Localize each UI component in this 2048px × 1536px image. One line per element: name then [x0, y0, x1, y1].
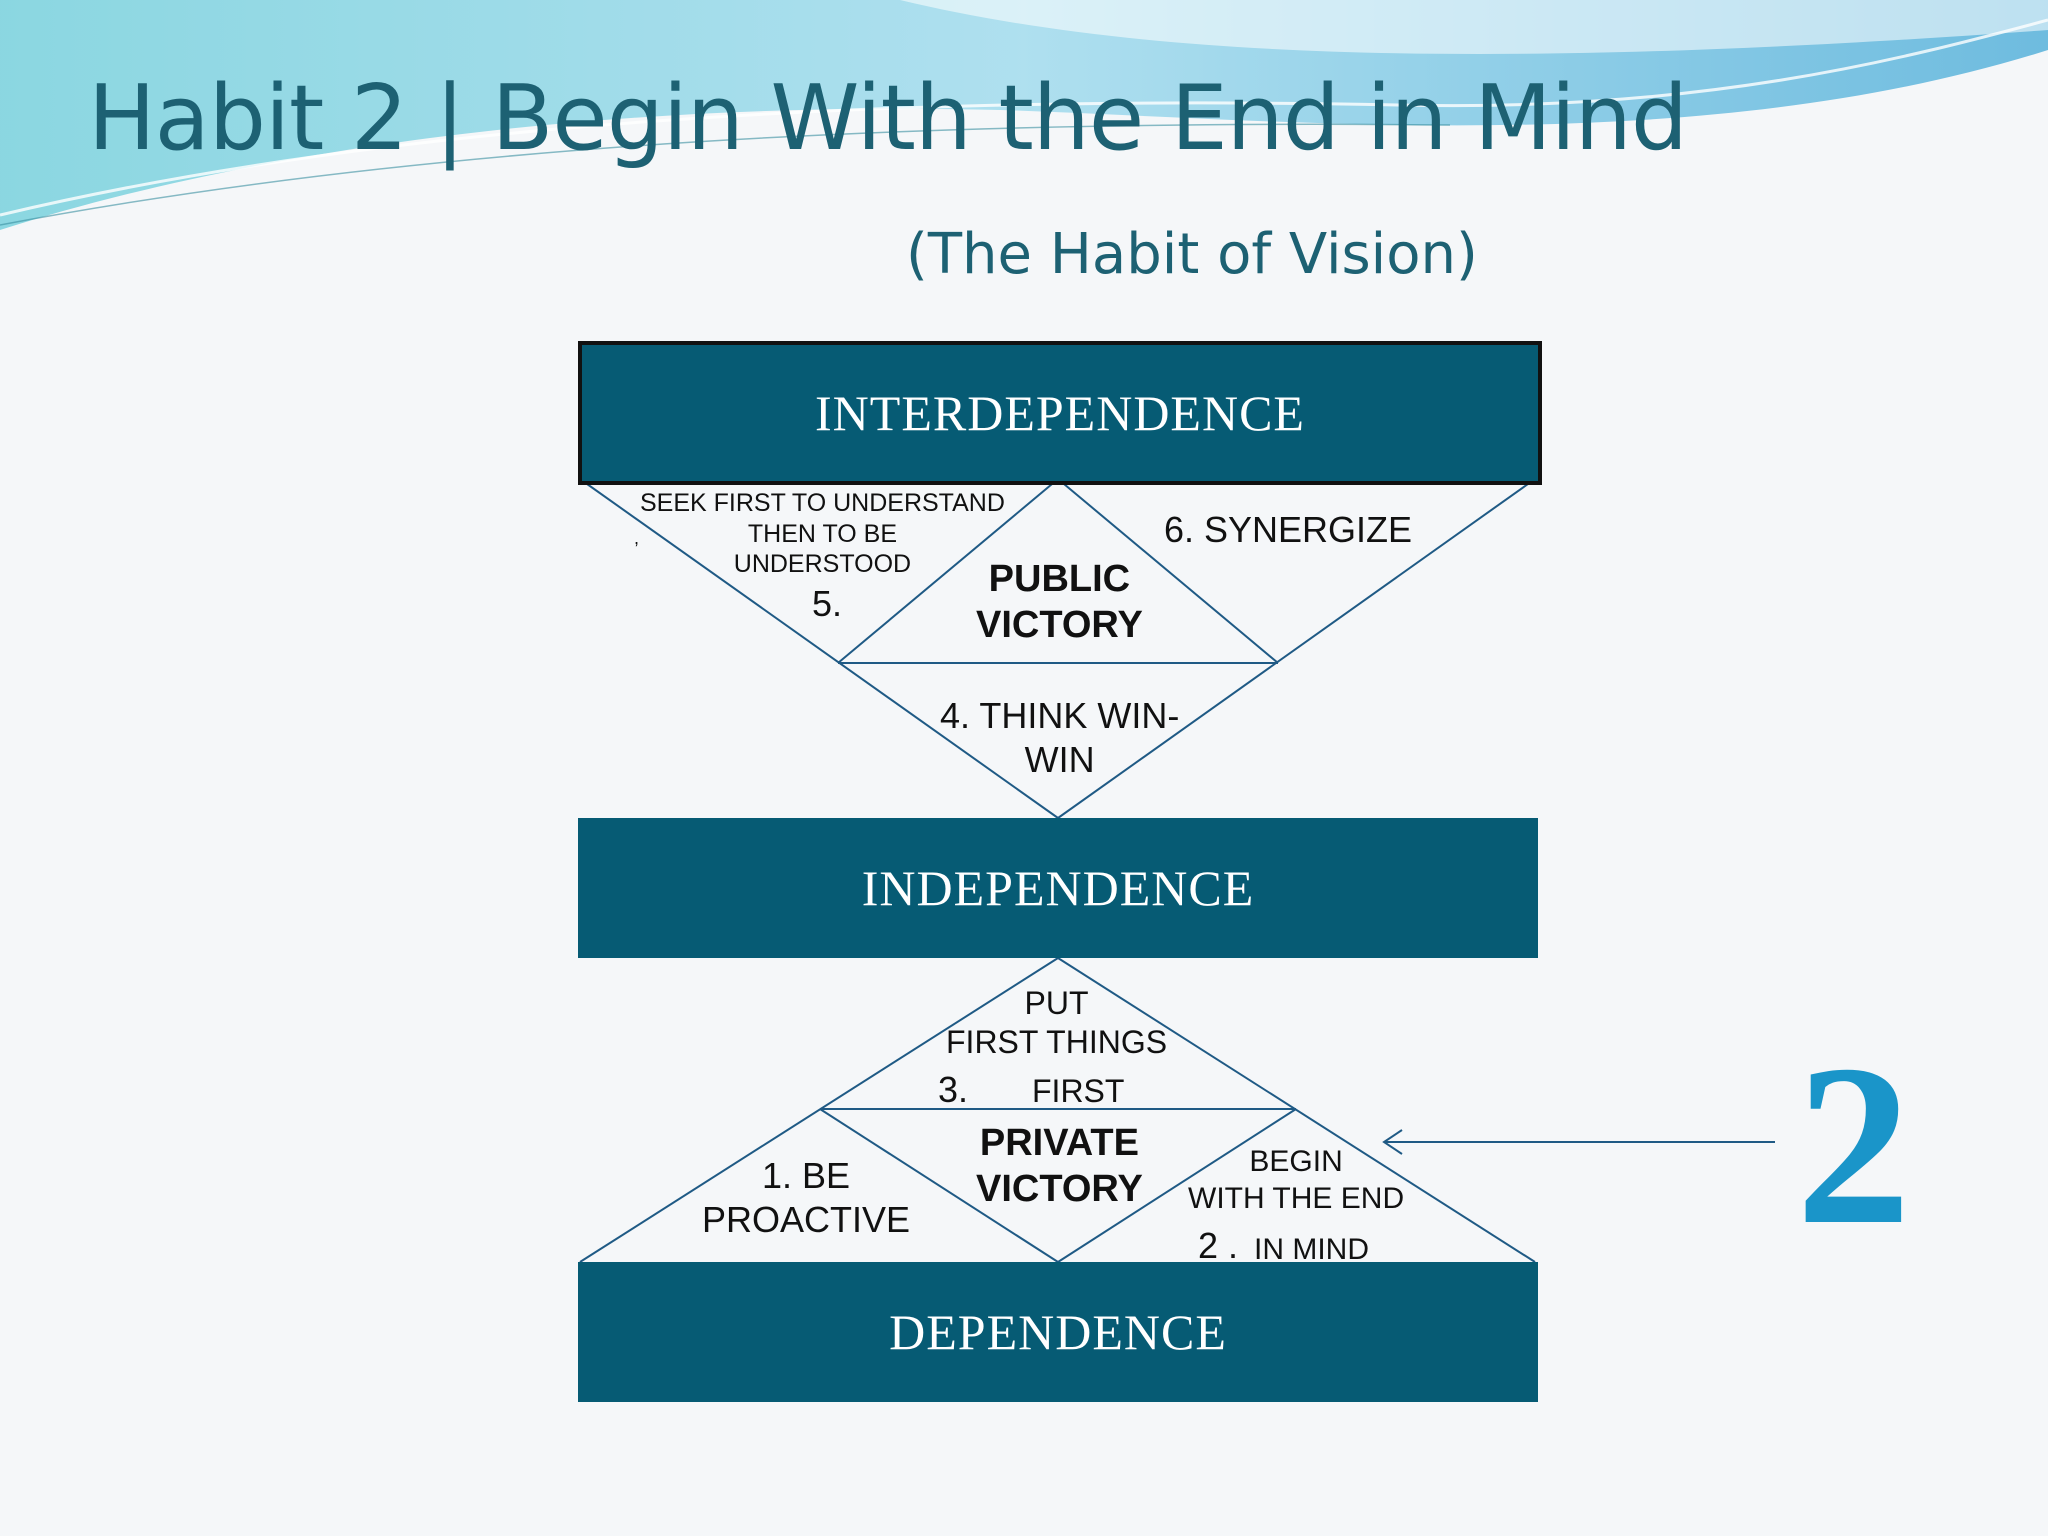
slide-title: Habit 2 | Begin With the End in Mind	[88, 66, 1688, 171]
habit-3-first: FIRST	[1032, 1073, 1125, 1109]
upper-right-edge	[1057, 478, 1536, 819]
lower-left-edge	[579, 957, 1059, 1263]
habit-2-number: 2 .	[1198, 1225, 1239, 1266]
habit-2-label: BEGIN WITH THE END	[1188, 1145, 1405, 1215]
slide-subtitle: (The Habit of Vision)	[906, 222, 1478, 287]
public-diamond-right	[1057, 478, 1279, 664]
habit-5-label: SEEK FIRST TO UNDERSTAND THEN TO BE UNDE…	[640, 489, 1005, 578]
private-triangle-right	[1057, 1108, 1297, 1263]
habit-3-number: 3.	[938, 1069, 969, 1110]
habit-2-in-mind: IN MIND	[1254, 1233, 1369, 1266]
interdependence-band: INTERDEPENDENCE	[578, 341, 1542, 485]
public-diamond-left	[837, 478, 1059, 664]
upper-left-edge	[579, 478, 1059, 819]
habit-number-marker: 2	[1796, 1017, 1911, 1272]
dependence-band: DEPENDENCE	[578, 1262, 1538, 1402]
lower-right-edge	[1057, 957, 1536, 1263]
arrow-head-icon	[1382, 1129, 1403, 1155]
independence-band: INDEPENDENCE	[578, 818, 1538, 958]
habit-4-label: 4. THINK WIN- WIN	[940, 695, 1180, 780]
private-victory-label: PRIVATE VICTORY	[976, 1122, 1143, 1211]
private-triangle-left	[819, 1108, 1059, 1263]
habit-6-label: 6. SYNERGIZE	[1164, 509, 1413, 550]
habit-3-label: PUT FIRST THINGS	[946, 985, 1168, 1061]
background-waves	[0, 0, 2048, 230]
habit-1-label: 1. BE PROACTIVE	[702, 1155, 911, 1240]
habit-5-comma: ,	[634, 528, 640, 548]
public-victory-label: PUBLIC VICTORY	[976, 558, 1143, 647]
habit-5-number: 5.	[812, 583, 843, 624]
